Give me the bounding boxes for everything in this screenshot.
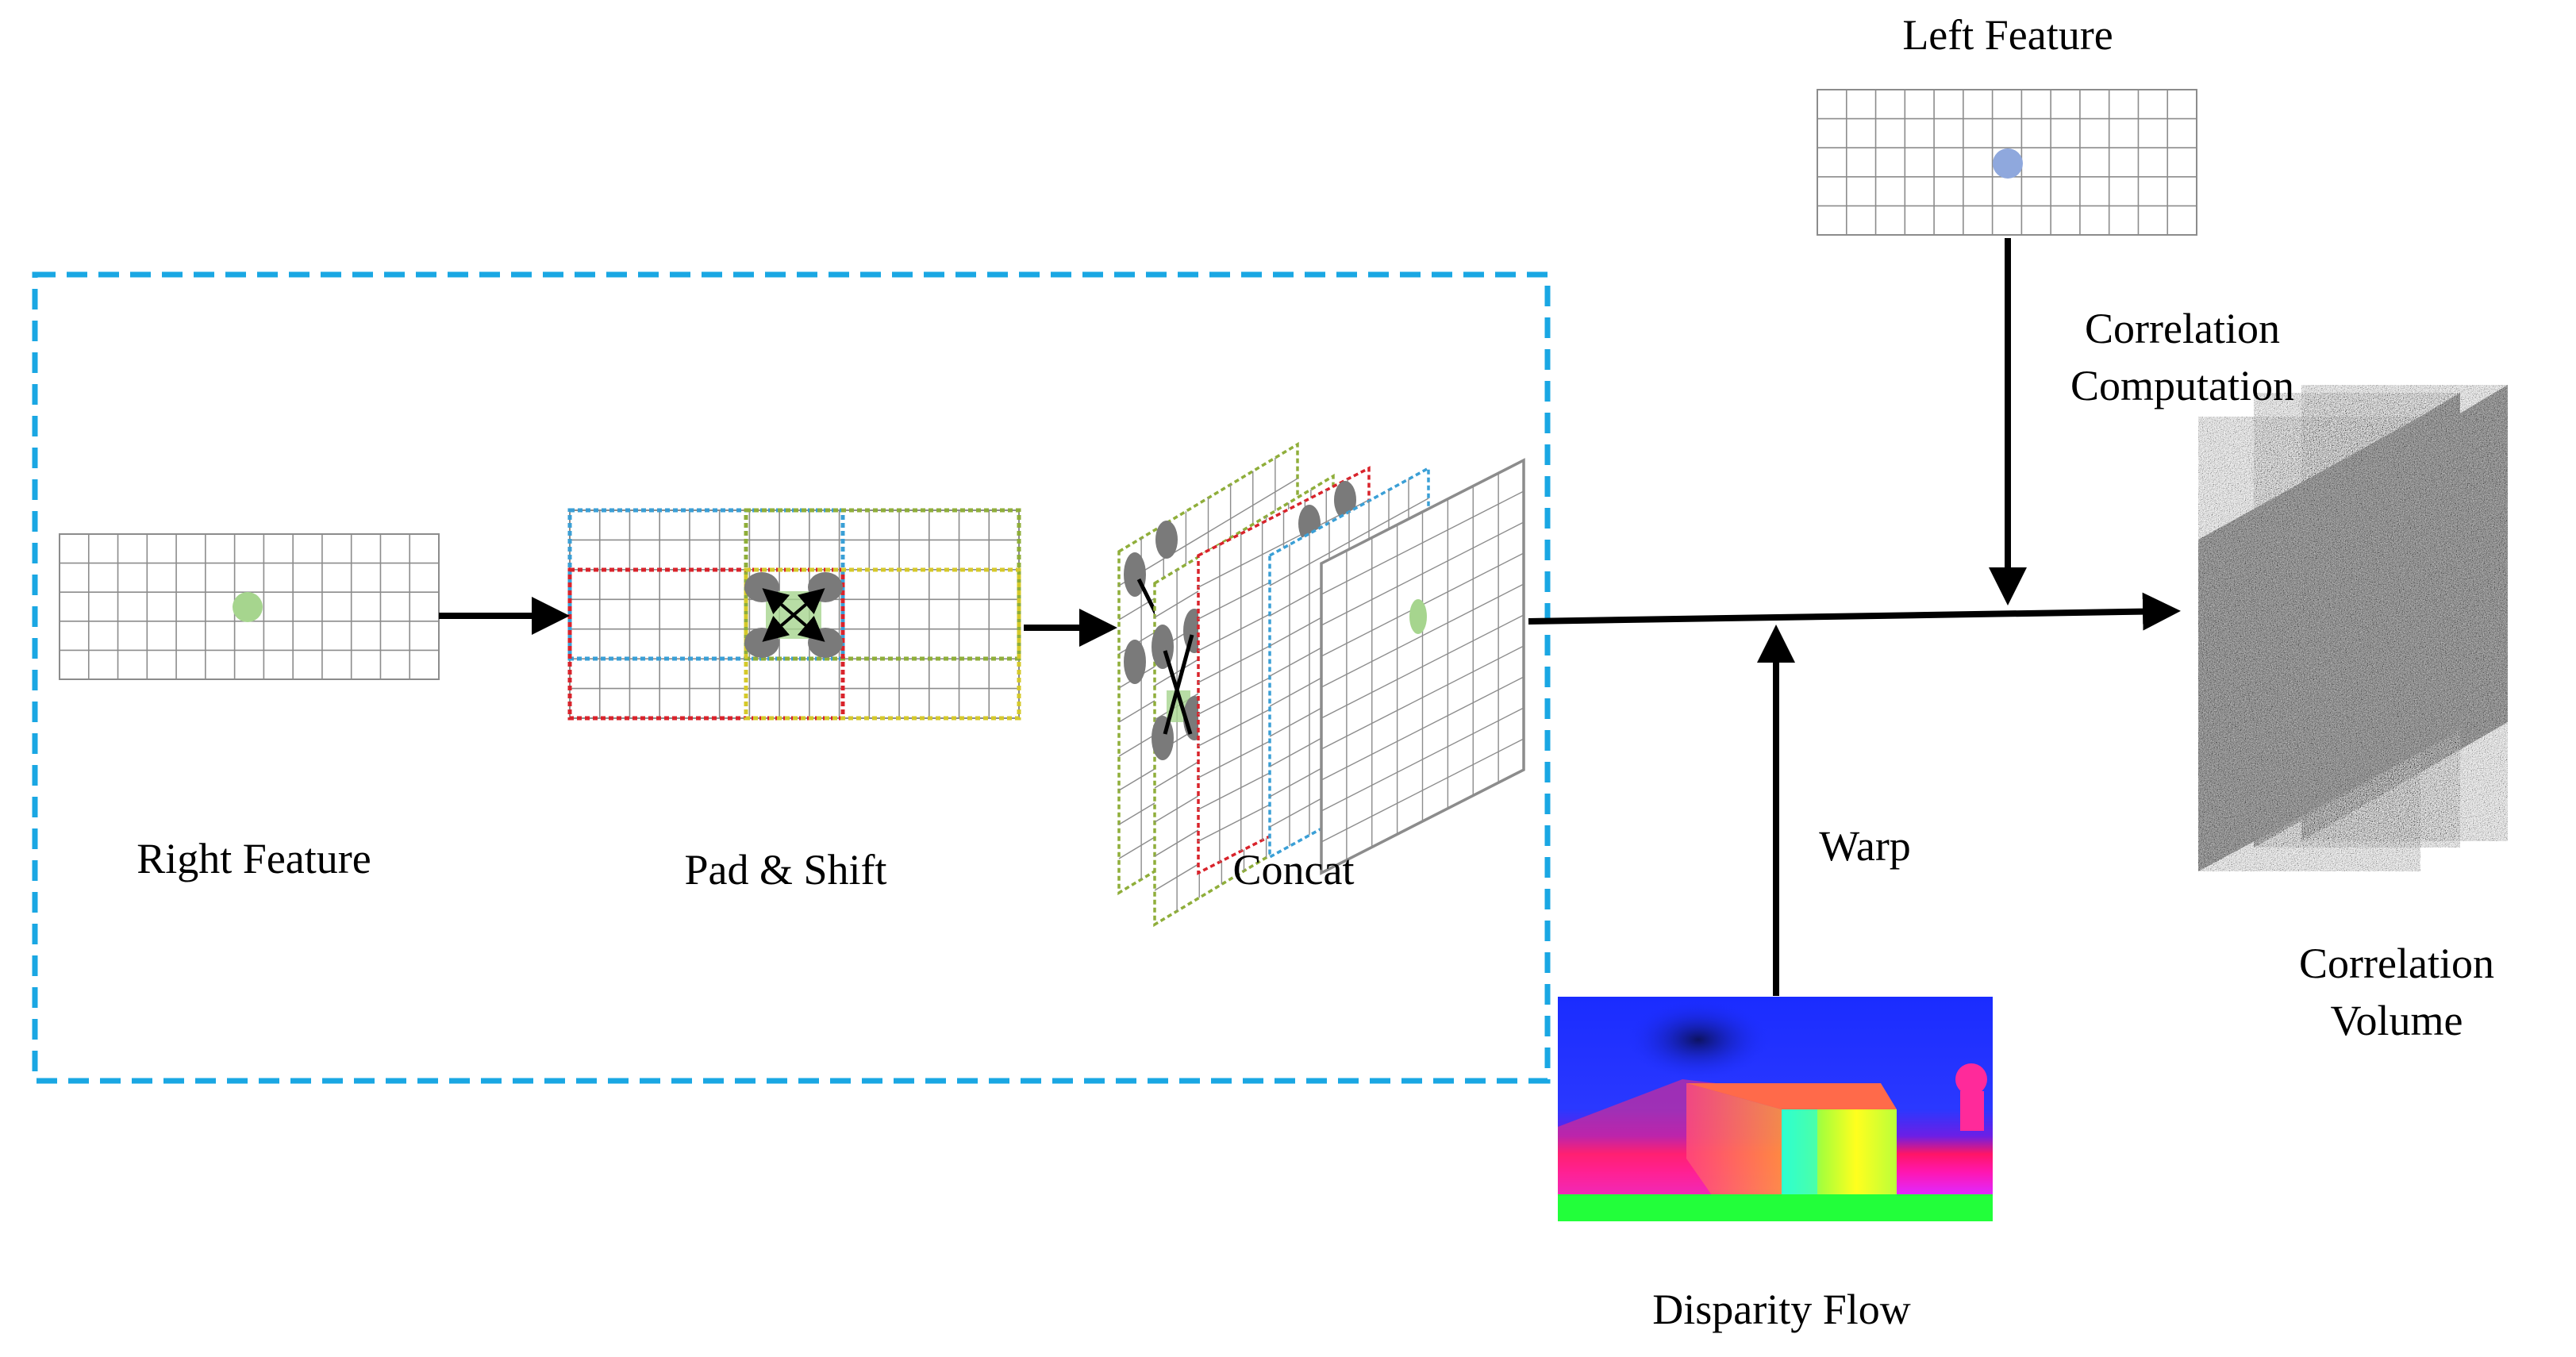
left-feature-grid (1817, 89, 2197, 236)
correlation-volume-image (2198, 385, 2508, 871)
right-feature-grid (59, 533, 440, 680)
correlation-volume-label-line1: Correlation (2299, 940, 2494, 987)
shift-region-yellow (744, 567, 1021, 721)
concat-kernel-line-3 (1163, 634, 1194, 735)
kernel-arrow-2 (792, 588, 825, 617)
pad-shift-label: Pad & Shift (684, 846, 887, 894)
concat-kernel-dot-6 (1152, 716, 1174, 760)
left-feature-label: Left Feature (1902, 11, 2113, 59)
kernel-arrow-1 (762, 588, 795, 617)
pad-shift-grid (567, 508, 1021, 721)
right-feature-dot (233, 592, 263, 622)
kernel-arrow-3 (762, 613, 795, 642)
pad-shift-dashed-box (32, 271, 1551, 1084)
correlation-computation-label-line2: Computation (2070, 362, 2294, 409)
shift-region-green (744, 508, 1021, 661)
right-feature-label: Right Feature (136, 835, 371, 882)
concat-kernel-dot-2 (1124, 640, 1146, 684)
left-feature-dot (1993, 148, 2023, 179)
arrow-concat-to-volume (1528, 592, 2181, 631)
disparity-flow-label: Disparity Flow (1652, 1286, 1911, 1333)
warp-label: Warp (1819, 822, 1911, 870)
shift-region-blue (567, 508, 845, 661)
shift-region-red (567, 567, 845, 721)
concat-slab-plain (1320, 458, 1525, 875)
disparity-flow-image (1558, 997, 1993, 1221)
kernel-arrow-4 (792, 613, 825, 642)
concat-kernel-dot-9 (1334, 481, 1356, 519)
concat-stack (1117, 441, 1525, 928)
concat-feature-dot (1409, 599, 1427, 634)
correlation-volume-label-line2: Volume (2330, 997, 2463, 1044)
concat-kernel-dot-3 (1155, 521, 1178, 559)
concat-label: Concat (1232, 846, 1355, 894)
correlation-computation-label-line1: Correlation (2085, 305, 2280, 352)
